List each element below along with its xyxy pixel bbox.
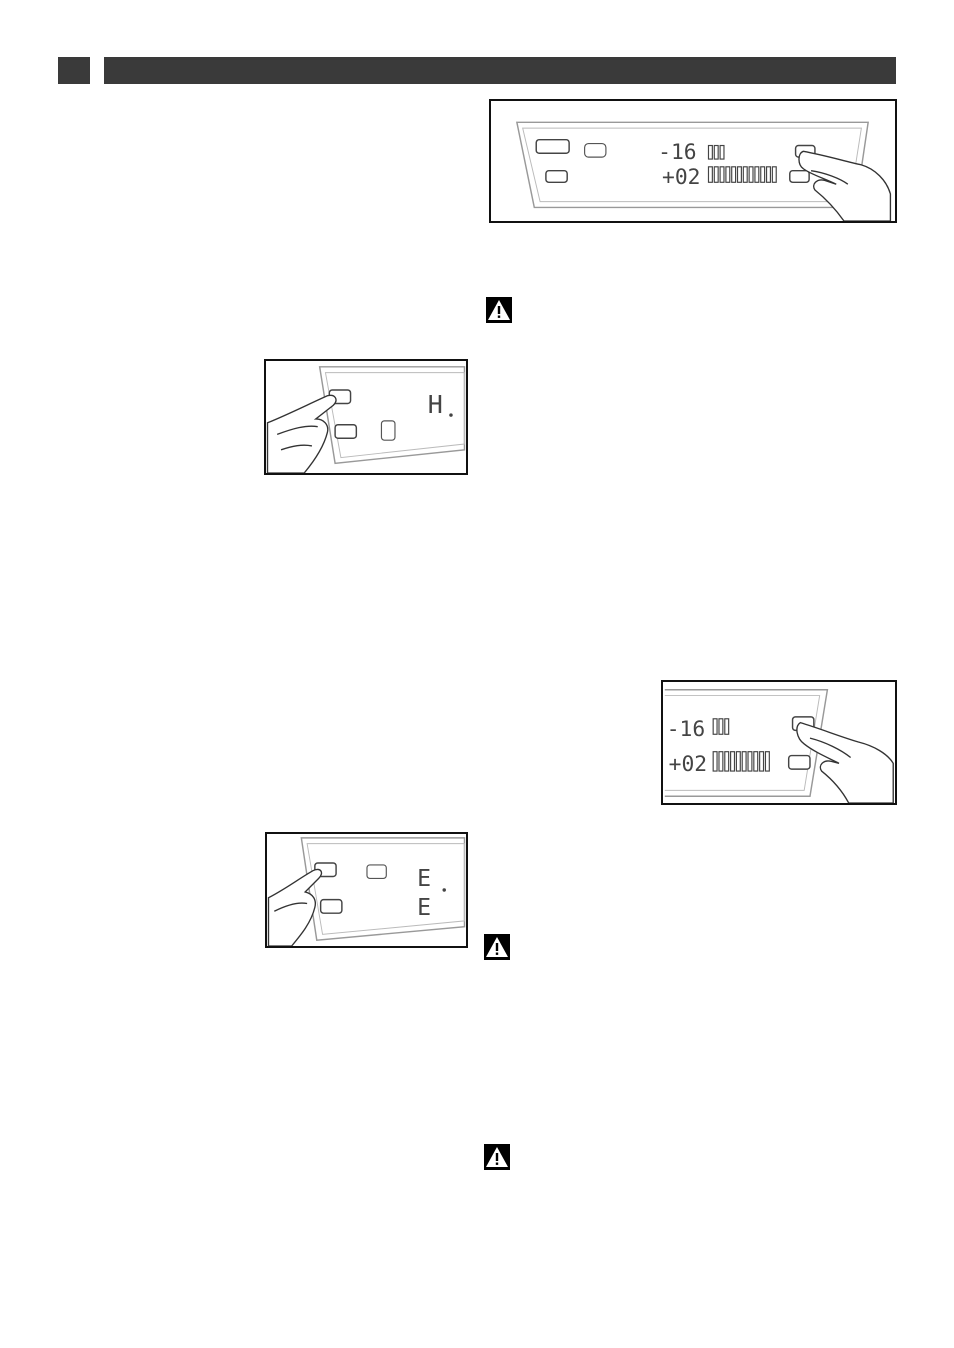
lock-button[interactable] (545, 169, 568, 184)
warning-triangle-icon (486, 297, 512, 323)
display-character-bottom: E (417, 894, 431, 921)
display-dot (442, 888, 446, 892)
top-bar-graph (707, 144, 725, 160)
key-icon (584, 143, 607, 158)
figure-control-panel-mid: -16 +02 (661, 680, 897, 805)
top-temp-display: -16 (658, 140, 696, 165)
mode-button[interactable] (535, 138, 570, 154)
control-panel-illustration: -16 +02 (515, 121, 892, 221)
bottom-bar-graph (707, 166, 777, 183)
bottom-temp-display: +02 (662, 165, 700, 190)
vacation-icon (380, 420, 396, 441)
pressing-hand-icon (266, 394, 337, 473)
warning-triangle-icon (484, 1144, 510, 1170)
header-bar (104, 57, 896, 84)
figure-hold-mode-h: H (264, 359, 468, 475)
secondary-button[interactable] (334, 424, 358, 439)
down-button[interactable] (789, 169, 810, 184)
hold-mode-illustration: H (266, 366, 466, 473)
figure-hold-mode-e: E E (265, 832, 468, 948)
display-character-top: E (417, 865, 431, 892)
secondary-button[interactable] (319, 898, 343, 914)
eco-icon (366, 864, 387, 879)
top-bar-graph (712, 718, 730, 735)
warning-triangle-icon (484, 934, 510, 960)
control-panel-illustration: -16 +02 (664, 689, 894, 803)
header-tab (58, 57, 90, 84)
pressing-hand-icon (267, 868, 323, 946)
pressing-hand-icon (796, 721, 894, 803)
bottom-bar-graph (712, 751, 770, 772)
pressing-hand-icon (798, 150, 892, 221)
down-button[interactable] (787, 754, 811, 770)
figure-control-panel-top: -16 +02 (489, 99, 897, 223)
display-dot (449, 413, 453, 417)
display-character: H (428, 390, 443, 419)
hold-mode-illustration: E E (267, 837, 466, 946)
bottom-temp-display: +02 (669, 752, 707, 777)
top-temp-display: -16 (667, 717, 705, 742)
